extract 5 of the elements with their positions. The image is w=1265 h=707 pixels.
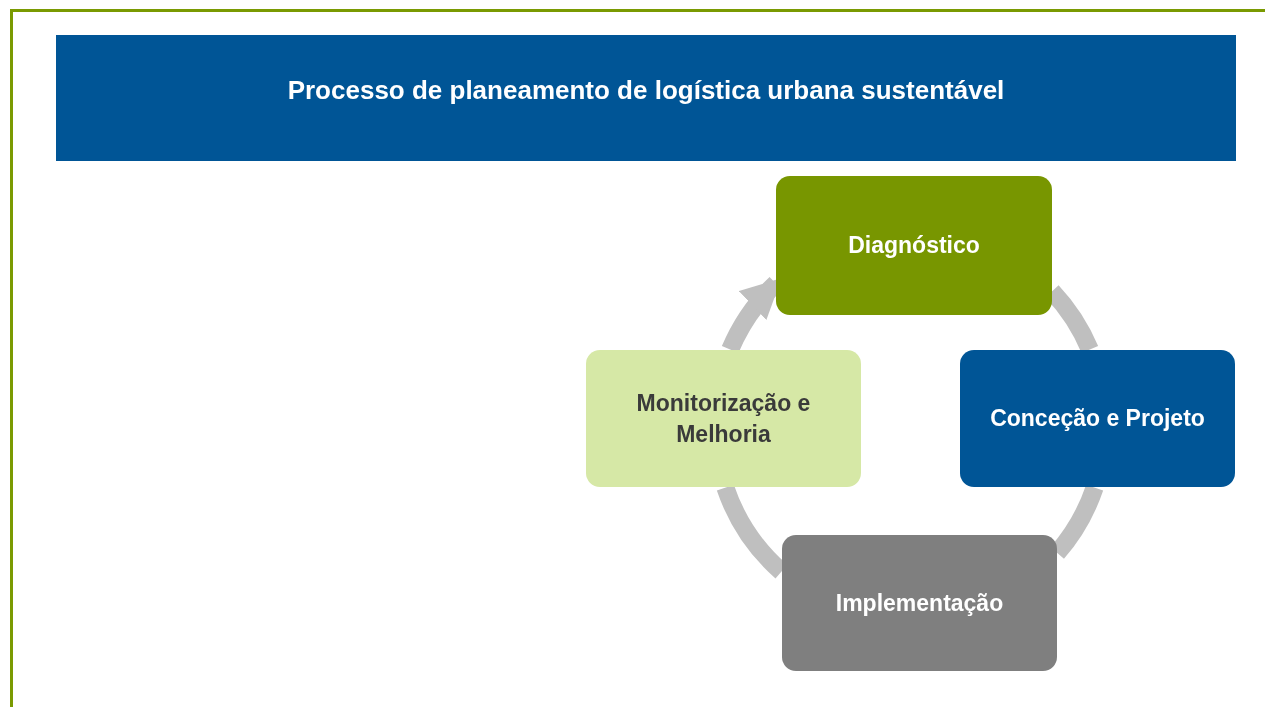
process-step-box: Monitorização e Melhoria (586, 350, 861, 487)
process-step-box: Diagnóstico (776, 176, 1052, 315)
process-step-box: Conceção e Projeto (960, 350, 1235, 487)
title-banner: Processo de planeamento de logística urbana sustentável (56, 35, 1236, 161)
process-step-box: Implementação (782, 535, 1057, 671)
